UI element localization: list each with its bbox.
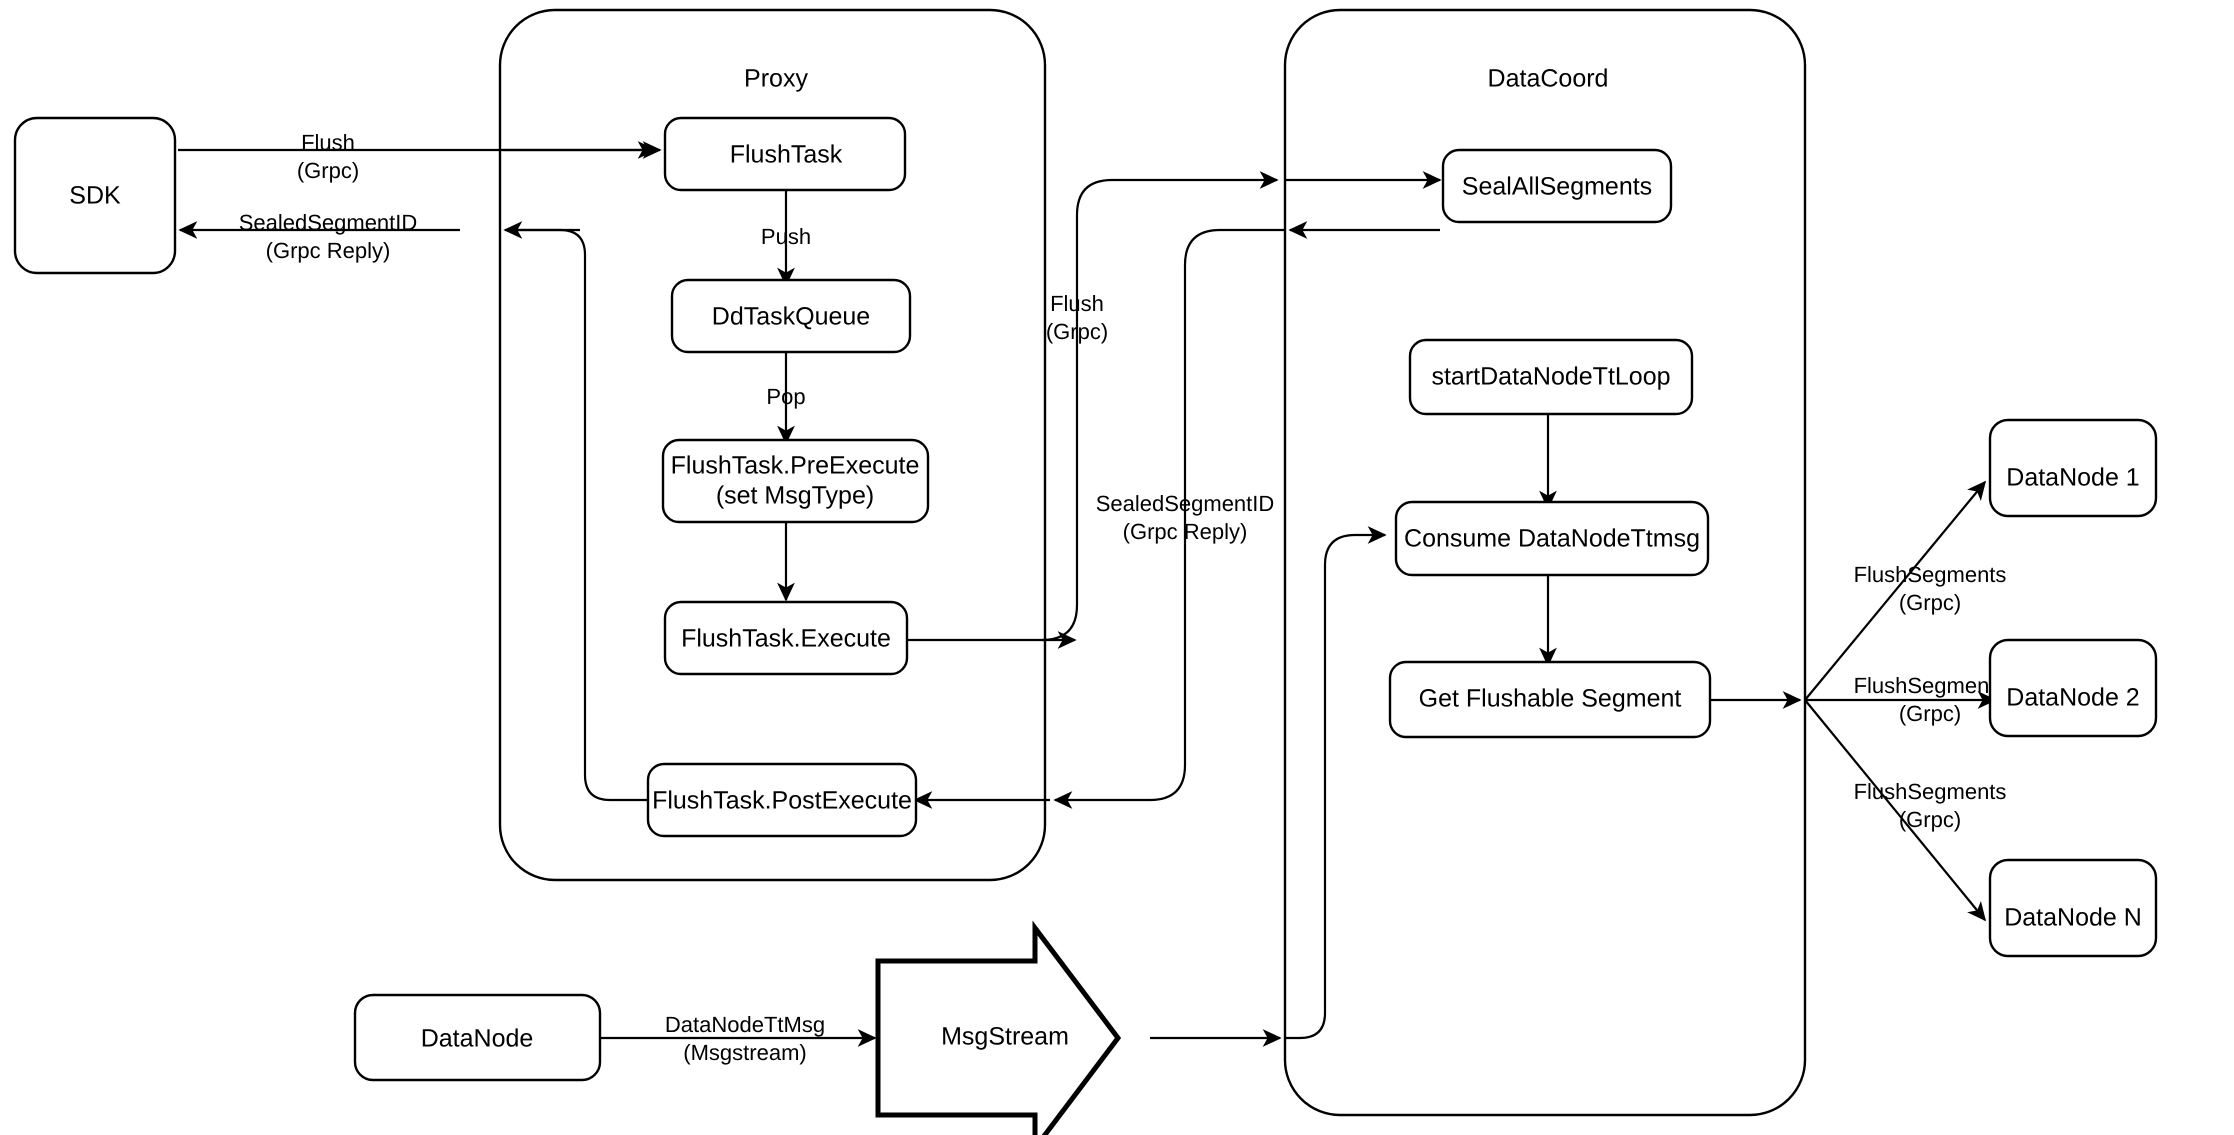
node-flushtask-preexecute[interactable]: FlushTask.PreExecute (set MsgType)	[661, 438, 930, 524]
datanodeN-box[interactable]	[1988, 858, 2158, 958]
datanode-bottom-box[interactable]	[353, 993, 602, 1082]
node-msgstream[interactable]: MsgStream	[875, 920, 1122, 1135]
execute-label: FlushTask.Execute	[681, 625, 891, 653]
node-ddtaskqueue[interactable]: DdTaskQueue	[670, 278, 912, 354]
get-flushable-segment-box[interactable]	[1388, 660, 1712, 739]
sealallsegments-label: SealAllSegments	[1462, 173, 1652, 201]
consume-datanodettmsg-label: Consume DataNodeTtmsg	[1404, 525, 1700, 553]
startdatanodettloop-box[interactable]	[1408, 338, 1694, 416]
edge-label-flushsegments1-line2: (Grpc)	[1899, 590, 1961, 615]
edge-label-flushsegments2-line1: FlushSegments	[1854, 673, 2007, 698]
edge-fanout-to-datanode1	[1804, 480, 1987, 701]
edge-label-flush-grpc-line1: Flush	[301, 130, 355, 155]
edge-label-dc-grpc-reply-line2: (Grpc Reply)	[1123, 519, 1248, 544]
sdk-label: SDK	[69, 182, 121, 210]
group-proxy: Proxy	[498, 8, 1047, 882]
node-startdatanodettloop[interactable]: startDataNodeTtLoop	[1408, 338, 1694, 416]
proxy-container	[498, 8, 1047, 882]
edge-boundary-to-consume	[1285, 526, 1387, 1040]
datanode2-label: DataNode 2	[2006, 684, 2139, 712]
datanode-bottom-label: DataNode	[421, 1025, 534, 1053]
datanode1-box[interactable]	[1988, 418, 2158, 518]
edge-label-flushsegments2-line2: (Grpc)	[1899, 701, 1961, 726]
edge-label-sealedsegmentid-line1: SealedSegmentID	[239, 210, 418, 235]
edge-label-push: Push	[761, 224, 811, 249]
msgstream-label: MsgStream	[941, 1023, 1069, 1051]
node-datanode-1[interactable]: DataNode 1	[1988, 418, 2158, 518]
preexecute-label-line1: FlushTask.PreExecute	[671, 452, 920, 480]
edge-label-proxy-flush-line2: (Grpc)	[1046, 319, 1108, 344]
msgstream-arrow-shape[interactable]	[875, 920, 1122, 1135]
datanode2-box[interactable]	[1988, 638, 2158, 738]
ddtaskqueue-label: DdTaskQueue	[712, 303, 870, 331]
proxy-title: Proxy	[744, 65, 808, 93]
edge-postexecute-to-reply-rail	[510, 228, 651, 802]
sdk-box[interactable]	[13, 116, 177, 275]
edge-label-flushsegments1-line1: FlushSegments	[1854, 562, 2007, 587]
consume-datanodettmsg-box[interactable]	[1394, 500, 1710, 577]
postexecute-box[interactable]	[646, 762, 918, 838]
group-datacoord: DataCoord	[1283, 8, 1807, 1117]
edge-label-flushsegmentsN-line1: FlushSegments	[1854, 779, 2007, 804]
postexecute-label: FlushTask.PostExecute	[652, 787, 912, 815]
flushtask-box[interactable]	[663, 116, 907, 192]
edge-label-proxy-flush-line1: Flush	[1050, 291, 1104, 316]
edge-label-grpc-reply-line2: (Grpc Reply)	[266, 238, 391, 263]
node-datanode-2[interactable]: DataNode 2	[1988, 638, 2158, 738]
node-sealallsegments[interactable]: SealAllSegments	[1441, 148, 1673, 224]
sealallsegments-box[interactable]	[1441, 148, 1673, 224]
node-datanode-n[interactable]: DataNode N	[1988, 858, 2158, 958]
preexecute-label-line2: (set MsgType)	[716, 482, 874, 510]
datacoord-container	[1283, 8, 1807, 1117]
execute-box[interactable]	[663, 600, 909, 676]
startdatanodettloop-label: startDataNodeTtLoop	[1431, 363, 1670, 391]
get-flushable-segment-label: Get Flushable Segment	[1419, 685, 1682, 713]
edge-label-pop: Pop	[766, 384, 805, 409]
node-sdk[interactable]: SDK	[13, 116, 177, 275]
edge-fanout-to-datanodeN	[1804, 699, 1987, 922]
edge-label-datanodettmsg-line1: DataNodeTtMsg	[665, 1012, 825, 1037]
datanode1-label: DataNode 1	[2006, 464, 2139, 492]
node-flushtask[interactable]: FlushTask	[663, 116, 907, 192]
edge-label-msgstream-line2: (Msgstream)	[683, 1040, 806, 1065]
node-consume-datanodettmsg[interactable]: Consume DataNodeTtmsg	[1394, 500, 1710, 577]
edge-label-flush-grpc-line2: (Grpc)	[297, 158, 359, 183]
datacoord-title: DataCoord	[1488, 65, 1609, 93]
preexecute-box[interactable]	[661, 438, 930, 524]
flushtask-label: FlushTask	[730, 141, 843, 169]
node-flushtask-execute[interactable]: FlushTask.Execute	[663, 600, 909, 676]
datanodeN-label: DataNode N	[2004, 904, 2142, 932]
node-datanode-bottom[interactable]: DataNode	[353, 993, 602, 1082]
node-flushtask-postexecute[interactable]: FlushTask.PostExecute	[646, 762, 918, 838]
edge-rail-to-datacoord-boundary	[1041, 171, 1279, 642]
node-get-flushable-segment[interactable]: Get Flushable Segment	[1388, 660, 1712, 739]
ddtaskqueue-box[interactable]	[670, 278, 912, 354]
edge-label-dc-sealedsegmentid-line1: SealedSegmentID	[1096, 491, 1275, 516]
edge-label-flushsegmentsN-line2: (Grpc)	[1899, 807, 1961, 832]
edge-datacoord-to-proxy-reply-rail	[1053, 228, 1285, 809]
